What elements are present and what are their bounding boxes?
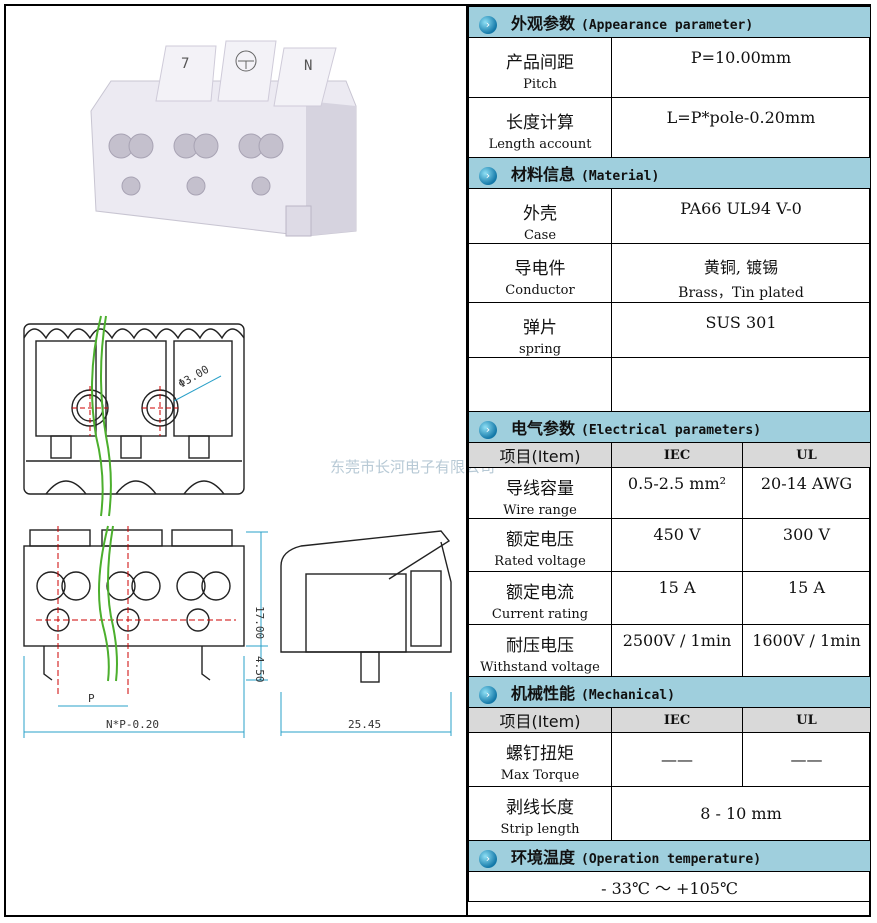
appearance-header: ›外观参数(Appearance parameter) [468,6,871,38]
dim-height-4-5: 4.50 [253,656,266,683]
tab-label-2: N [304,58,312,74]
bullet-icon: › [479,420,497,439]
row-empty [468,357,871,412]
bottom-view [23,525,268,738]
mechanical-column-header: 项目(Item) IEC UL [468,707,871,733]
bullet-icon: › [479,849,497,868]
bullet-icon: › [479,166,497,185]
dim-diameter: Φ3.00 [176,363,211,391]
dim-width: N*P-0.20 [106,718,159,731]
dim-height-17: 17.00 [253,606,266,639]
electrical-header: ›电气参数(Electrical parameters) [468,411,871,443]
tab-label-1: 7 [181,56,189,72]
technical-drawing: 7 N [23,40,452,738]
dim-depth: 25.45 [348,718,381,731]
bullet-icon: › [479,685,497,704]
bullet-icon: › [479,15,497,34]
drawing-panel: 7 N [6,6,466,915]
dim-pitch: P [88,692,95,705]
temperature-header: ›环境温度(Operation temperature) [468,840,871,872]
front-view [23,315,245,517]
electrical-column-header: 项目(Item) IEC UL [468,442,871,468]
product-photo: 7 N [90,40,357,237]
watermark: 东莞市长河电子有限公司 [330,458,496,476]
side-view [280,530,452,736]
material-header: ›材料信息(Material) [468,157,871,189]
row-temperature: - 33℃ ～ +105℃ [468,871,871,902]
mechanical-header: ›机械性能(Mechanical) [468,676,871,708]
